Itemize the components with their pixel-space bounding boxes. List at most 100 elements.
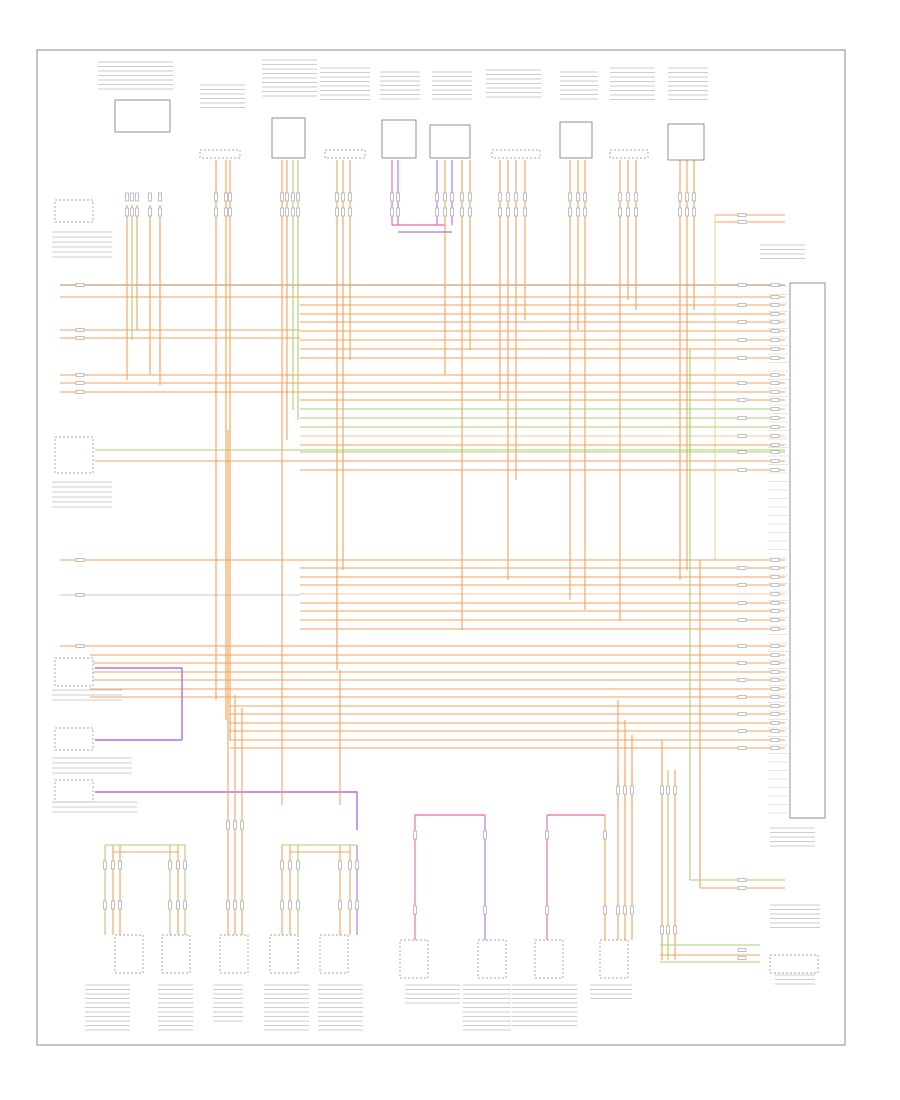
top-vconn-21 (468, 192, 472, 202)
bottom-vconn2-18 (603, 905, 607, 915)
top-vconn-14 (348, 192, 352, 202)
rc-2 (737, 220, 747, 224)
top-vconn-28 (583, 192, 587, 202)
pin-connector-15 (770, 425, 780, 429)
pin-connector-42 (770, 746, 780, 750)
top-vconn2-22 (498, 207, 502, 217)
rc-1 (737, 213, 747, 217)
pin-connector-19 (770, 459, 780, 463)
bottom-vconn2-6 (226, 900, 230, 910)
left-stub-connector-3 (75, 373, 85, 377)
pin-connector-17 (770, 443, 780, 447)
wire-134 (689, 350, 785, 881)
top-splice-2 (491, 149, 541, 159)
bottom-component-4 (319, 934, 349, 974)
top-vconn2-25 (523, 207, 527, 217)
rc-6 (737, 956, 747, 960)
bottom-vconn-7 (233, 820, 237, 830)
bus-connector-30 (737, 644, 747, 648)
bottom-vconn-3 (168, 860, 172, 870)
bottom-vconn2-7 (233, 900, 237, 910)
bus-connector-42 (737, 746, 747, 750)
rc-5 (737, 948, 747, 952)
wire-135 (699, 560, 785, 889)
top-vconn2-3 (148, 207, 152, 217)
top-vconn2-13 (341, 207, 345, 217)
top-vconn-23 (506, 192, 510, 202)
top-vconn2-17 (435, 207, 439, 217)
rc-3 (737, 878, 747, 882)
bottom-vconn2-17 (545, 905, 549, 915)
left-component-2 (54, 657, 94, 687)
top-vconn-15 (390, 192, 394, 202)
top-vconn-20 (460, 192, 464, 202)
top-vconn-34 (692, 192, 696, 202)
top-vconn2-11 (296, 207, 300, 217)
pin-connector-20 (770, 468, 780, 472)
pin-connector-23 (770, 575, 780, 579)
pin-connector-18 (770, 450, 780, 454)
bus-connector-36 (737, 695, 747, 699)
pin-connector-34 (770, 678, 780, 682)
top-vconn-2 (135, 192, 139, 202)
top-vconn-26 (568, 192, 572, 202)
pin-connector-39 (770, 721, 780, 725)
top-vconn2-16 (396, 207, 400, 217)
bus-connector-26 (737, 601, 747, 605)
bottom-vconn-17 (545, 830, 549, 840)
pin-connector-14 (770, 416, 780, 420)
pin-connector-26 (770, 601, 780, 605)
top-vconn2-2 (135, 207, 139, 217)
bus-connector-34 (737, 678, 747, 682)
bottom-vconn-4 (176, 860, 180, 870)
left-stub-connector-2 (75, 336, 85, 340)
pin-connector-6 (770, 338, 780, 342)
top-vconn-7 (228, 192, 232, 202)
left-component-4 (54, 779, 94, 803)
right-module (789, 282, 826, 819)
top-vconn2-32 (678, 207, 682, 217)
top-vconn2-9 (285, 207, 289, 217)
pin-connector-11 (770, 390, 780, 394)
pin-connector-24 (770, 583, 780, 587)
top-vconn-22 (498, 192, 502, 202)
bottom-vconn-19 (616, 785, 620, 795)
bottom-vconn2-8 (240, 900, 244, 910)
pin-connector-41 (770, 738, 780, 742)
pin-connector-4 (770, 320, 780, 324)
bottom-vconn-14 (355, 860, 359, 870)
bus-connector-10 (737, 381, 747, 385)
top-vconn-12 (335, 192, 339, 202)
left-stub-connector-5 (75, 390, 85, 394)
bus-connector-16 (737, 434, 747, 438)
bottom-component-1 (161, 934, 191, 974)
bus-connector-14 (737, 416, 747, 420)
pin-connector-30 (770, 644, 780, 648)
top-vconn2-14 (348, 207, 352, 217)
top-vconn-27 (576, 192, 580, 202)
bottom-vconn-22 (660, 785, 664, 795)
bottom-vconn-13 (348, 860, 352, 870)
diagram-frame (36, 49, 846, 1046)
top-splice-0 (199, 149, 241, 159)
top-vconn2-26 (568, 207, 572, 217)
top-component-2 (381, 119, 417, 159)
top-vconn-25 (523, 192, 527, 202)
bottom-vconn-11 (296, 860, 300, 870)
top-vconn-4 (158, 192, 162, 202)
top-vconn2-28 (583, 207, 587, 217)
top-component-5 (667, 123, 705, 161)
bottom-vconn-10 (288, 860, 292, 870)
rc-4 (737, 886, 747, 890)
bottom-vconn2-13 (348, 900, 352, 910)
bottom-vconn-20 (623, 785, 627, 795)
top-vconn2-24 (514, 207, 518, 217)
bus-connector-28 (737, 618, 747, 622)
pin-connector-10 (770, 381, 780, 385)
bus-connector-6 (737, 338, 747, 342)
top-vconn2-10 (291, 207, 295, 217)
pin-connector-28 (770, 618, 780, 622)
left-component-3 (54, 727, 94, 751)
bottom-vconn2-1 (111, 900, 115, 910)
top-vconn-29 (618, 192, 622, 202)
